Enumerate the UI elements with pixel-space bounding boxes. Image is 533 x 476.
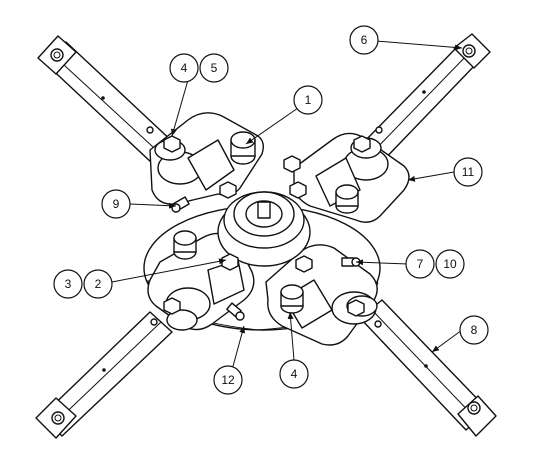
knob-lower bbox=[280, 284, 304, 314]
knob-right bbox=[335, 184, 359, 214]
svg-text:12: 12 bbox=[221, 373, 235, 387]
callout-4-lower: 4 bbox=[279, 359, 309, 389]
callout-2: 2 bbox=[83, 269, 113, 299]
svg-text:5: 5 bbox=[211, 61, 218, 75]
central-hub bbox=[217, 191, 311, 267]
svg-text:9: 9 bbox=[113, 197, 120, 211]
svg-text:3: 3 bbox=[65, 277, 72, 291]
svg-text:4: 4 bbox=[181, 61, 188, 75]
callout-12: 12 bbox=[213, 365, 243, 395]
svg-text:7: 7 bbox=[417, 257, 424, 271]
svg-text:2: 2 bbox=[95, 277, 102, 291]
callout-8: 8 bbox=[459, 315, 489, 345]
callout-9: 9 bbox=[101, 189, 131, 219]
callout-4-upper: 4 bbox=[169, 53, 199, 83]
callout-1: 1 bbox=[293, 85, 323, 115]
callout-10: 10 bbox=[435, 249, 465, 279]
callout-7: 7 bbox=[405, 249, 435, 279]
arm-lower-left bbox=[35, 311, 173, 439]
knob-upper-center bbox=[230, 131, 256, 165]
knob-left bbox=[173, 230, 197, 260]
svg-text:4: 4 bbox=[291, 367, 298, 381]
svg-text:11: 11 bbox=[462, 165, 475, 179]
arm-upper-left bbox=[37, 35, 191, 179]
callout-5: 5 bbox=[199, 53, 229, 83]
arm-upper-right bbox=[359, 33, 491, 169]
leader-lines bbox=[111, 40, 463, 371]
svg-text:8: 8 bbox=[471, 323, 478, 337]
callout-11: 11 bbox=[453, 157, 483, 187]
svg-text:6: 6 bbox=[361, 33, 368, 47]
callout-3: 3 bbox=[53, 269, 83, 299]
svg-text:1: 1 bbox=[305, 93, 312, 107]
svg-text:10: 10 bbox=[443, 257, 457, 271]
callout-6: 6 bbox=[349, 25, 379, 55]
